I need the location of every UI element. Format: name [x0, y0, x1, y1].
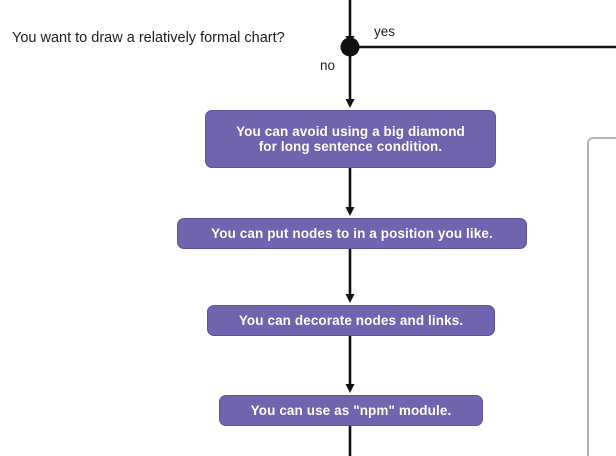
node-npm[interactable]: You can use as "npm" module.	[219, 395, 483, 426]
node-avoid-diamond[interactable]: You can avoid using a big diamond for lo…	[205, 110, 496, 168]
condition-question-label: You want to draw a relatively formal cha…	[12, 30, 285, 46]
right-group-panel	[587, 137, 616, 456]
node-avoid-diamond-text: You can avoid using a big diamond for lo…	[236, 124, 465, 155]
node-npm-label: You can use as "npm" module.	[250, 402, 452, 418]
node-position-label: You can put nodes to in a position you l…	[211, 225, 493, 241]
node-decorate-label: You can decorate nodes and links.	[238, 312, 464, 328]
node-avoid-diamond-line1: You can avoid using a big diamond	[236, 123, 465, 139]
decision-junction-dot	[340, 37, 360, 57]
node-avoid-diamond-line2: for long sentence condition.	[258, 139, 443, 154]
edge-label-yes: yes	[374, 24, 396, 39]
node-decorate[interactable]: You can decorate nodes and links.	[207, 305, 495, 336]
node-position[interactable]: You can put nodes to in a position you l…	[177, 218, 527, 249]
edge-label-no: no	[320, 58, 336, 73]
